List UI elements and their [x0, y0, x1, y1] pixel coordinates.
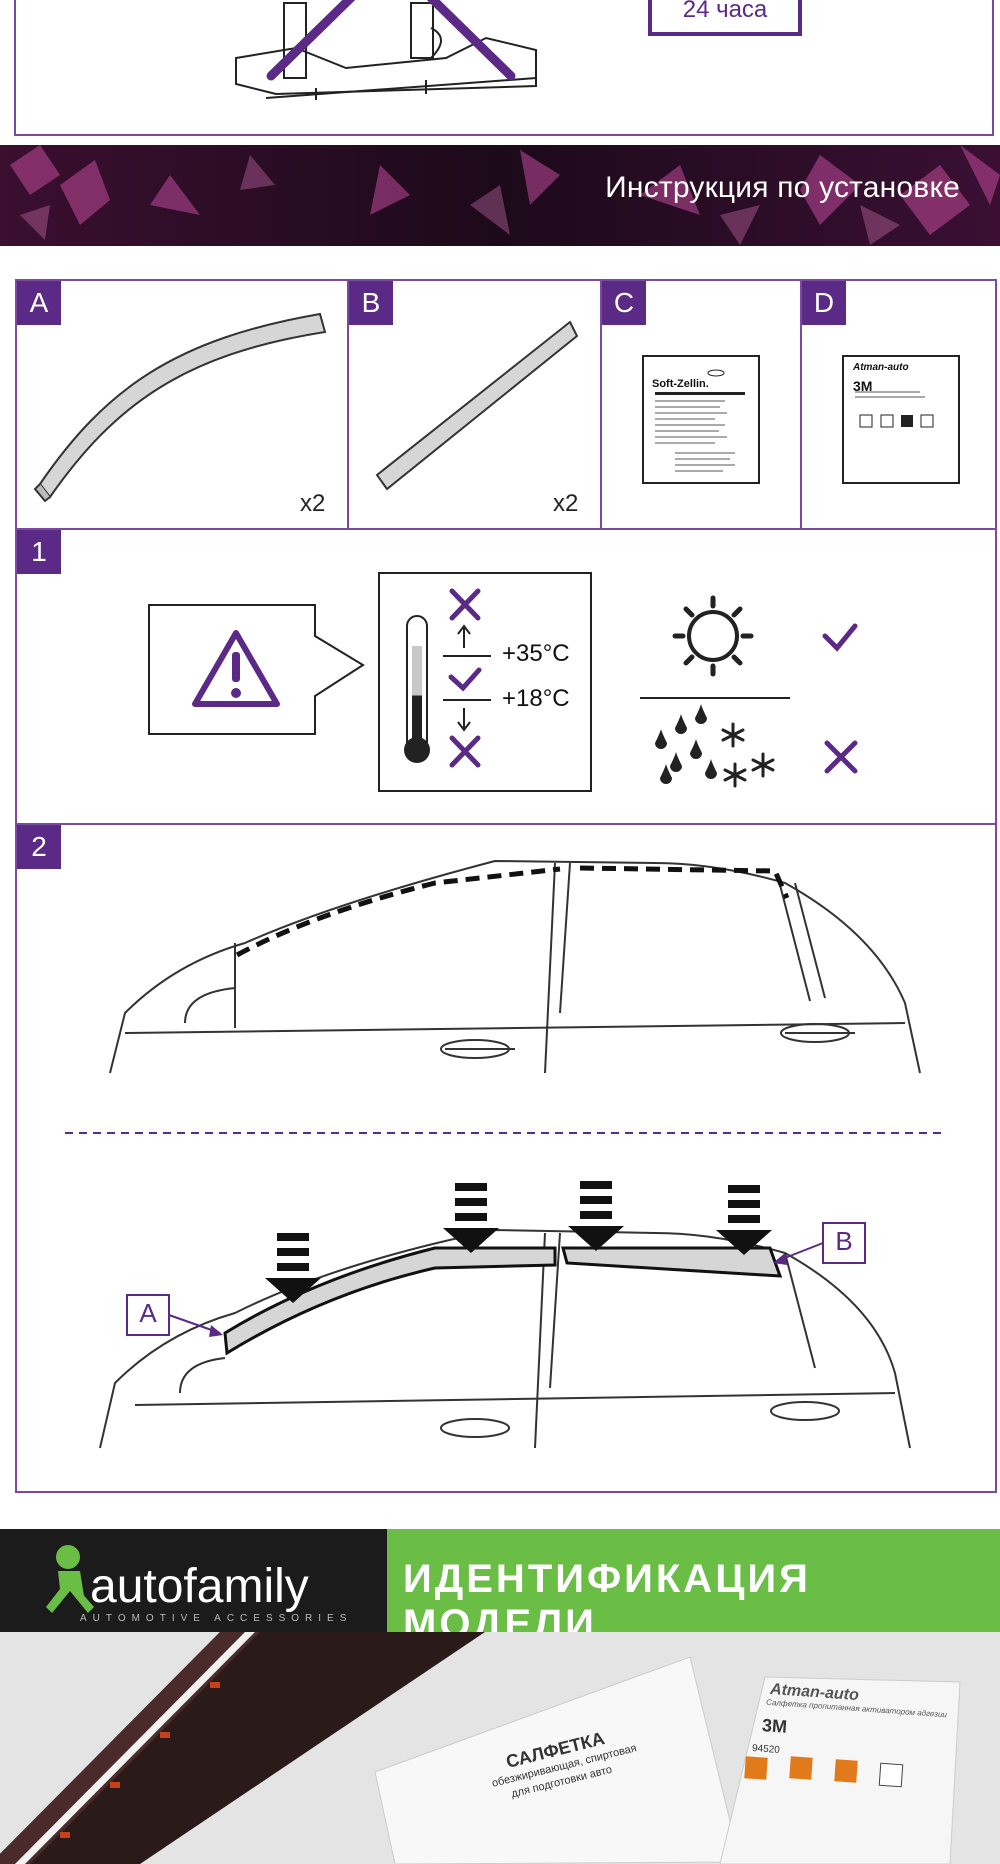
car-before-icon — [109, 859, 921, 1074]
temp-high-label: +35°C — [502, 640, 570, 667]
package-d-sub: 3M — [853, 378, 873, 394]
brand-logo-text: autofamily — [90, 1560, 309, 1613]
rear-deflector-icon — [375, 320, 579, 491]
autofamily-mascot-icon — [46, 1545, 94, 1613]
press-arrows-icon — [265, 1181, 772, 1303]
temp-low-label: +18°C — [502, 685, 570, 712]
brand-tagline: AUTOMOTIVE ACCESSORIES — [80, 1613, 353, 1624]
callout-a-label: A — [139, 1298, 157, 1328]
package-c-brand: Soft-Zellin. — [652, 378, 709, 390]
part-label-b: B — [349, 281, 393, 325]
pack-3m-logo: 3M — [761, 1715, 788, 1737]
part-a-qty: x2 — [300, 490, 326, 517]
rain-snow-icon — [655, 704, 717, 784]
step-1-illustration — [148, 572, 858, 792]
step-2-illustration — [65, 859, 945, 1449]
step-1-label: 1 — [17, 530, 61, 574]
no-carwash-illustration — [235, 0, 802, 100]
pack-code: 94520 — [751, 1743, 781, 1756]
part-label-c: C — [602, 281, 646, 325]
photo-illustration — [0, 1632, 1000, 1864]
front-deflector-icon — [33, 312, 327, 503]
divider — [600, 279, 602, 530]
product-photo: САЛФЕТКА обезжиривающая, спиртовая для п… — [0, 1632, 1000, 1864]
snowflake-icon — [721, 722, 775, 788]
sun-icon — [672, 595, 754, 677]
package-d-icon — [842, 355, 960, 484]
step-2-panel — [15, 823, 997, 1493]
top-illustration-box: 24 часа — [14, 0, 994, 136]
divider — [800, 279, 802, 530]
banner-background — [0, 145, 1000, 246]
package-d-brand: Atman-auto — [853, 362, 909, 373]
part-label-a: A — [17, 281, 61, 325]
parts-illustration — [33, 312, 960, 503]
thermometer-icon — [378, 572, 592, 792]
banner-title: Инструкция по установке — [605, 171, 960, 204]
divider — [347, 279, 349, 530]
instruction-banner: Инструкция по установке — [0, 145, 1000, 246]
brand-bar: autofamily AUTOMOTIVE ACCESSORIES — [0, 1529, 387, 1632]
duration-label: 24 часа — [682, 0, 768, 23]
section-title-bar: ИДЕНТИФИКАЦИЯ МОДЕЛИ — [387, 1529, 1000, 1646]
part-b-qty: x2 — [553, 490, 579, 517]
part-label-d: D — [802, 281, 846, 325]
callout-b-label: B — [835, 1226, 853, 1256]
package-c-icon — [642, 355, 760, 484]
step-2-label: 2 — [17, 825, 61, 869]
warning-icon — [148, 604, 365, 735]
